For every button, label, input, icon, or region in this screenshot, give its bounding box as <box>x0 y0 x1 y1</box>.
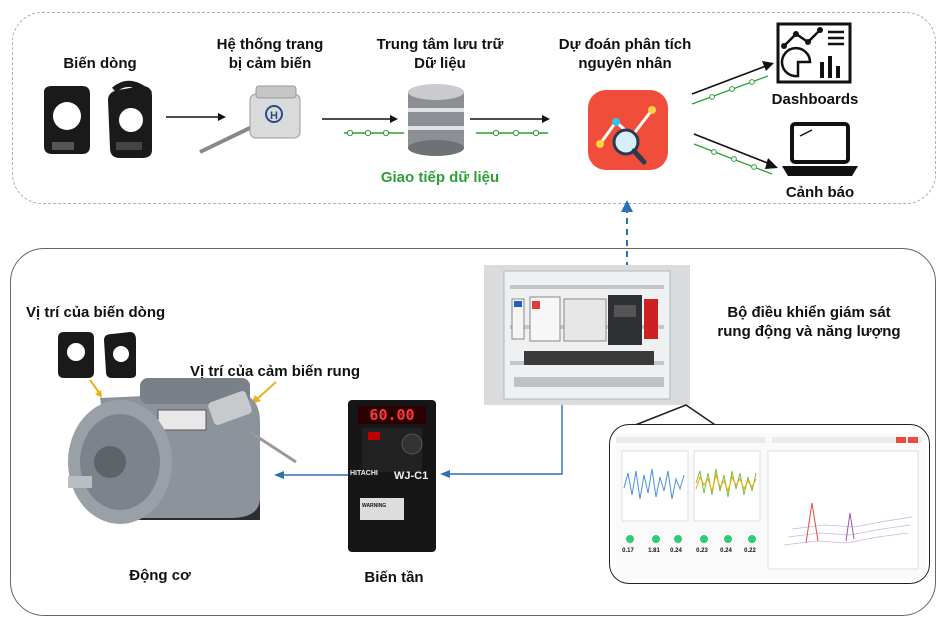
analytics-magnifier-icon <box>588 90 668 170</box>
data-communication-label: Giao tiếp dữ liệu <box>380 169 500 186</box>
control-cabinet-image <box>484 265 690 405</box>
frequency-inverter-image <box>348 400 436 552</box>
kpi-value-6: 0.22 <box>744 548 756 554</box>
svg-text:H: H <box>270 110 278 122</box>
flow-arrow <box>322 115 398 123</box>
kpi-value-2: 1.81 <box>648 548 660 554</box>
current-sensor-label: Biến dòng <box>63 55 137 72</box>
vibration-sensor-position-label: Vị trí của cảm biến rung <box>190 363 361 380</box>
root-cause-analysis-label: Dự đoán phân tích nguyên nhân <box>558 36 692 72</box>
control-signal-arrow <box>440 404 563 478</box>
flow-arrow-alerts <box>693 133 778 175</box>
current-clamp-icon <box>58 332 136 378</box>
dashboards-label: Dashboards <box>771 91 859 108</box>
electric-motor-image <box>68 378 297 524</box>
database-icon <box>408 84 464 156</box>
controller-label: Bộ điều khiển giám sát rung động và năng… <box>717 304 901 340</box>
inverter-brand: HITACHI <box>350 470 378 477</box>
kpi-value-4: 0.23 <box>696 548 708 554</box>
cropped-title: ▀▀▀ ▀▀▀ ▀▀▀ <box>370 0 580 8</box>
callout-pointer <box>619 404 725 432</box>
motor-label: Động cơ <box>129 567 191 584</box>
vibration-sensor-icon: H <box>199 85 301 154</box>
monitoring-dashboard-screenshot <box>609 424 930 584</box>
monitoring-system-panel <box>10 248 936 616</box>
data-storage-label: Trung tâm lưu trữ Dữ liệu <box>376 36 504 72</box>
current-clamp-icon <box>44 81 153 158</box>
inverter-model: WJ-C1 <box>394 470 429 482</box>
inverter-warning-label: WARNING <box>362 503 387 509</box>
flow-arrow <box>470 115 550 123</box>
data-link-line <box>476 129 548 137</box>
dashboard-chart-icon <box>776 22 852 84</box>
kpi-value-5: 0.24 <box>720 548 732 554</box>
kpi-value-1: 0.17 <box>622 548 634 554</box>
flow-arrow-dashboards <box>691 61 774 105</box>
pointer-arrow <box>89 379 102 398</box>
inverter-label: Biến tần <box>364 569 424 586</box>
data-pipeline-panel <box>12 12 936 204</box>
sensor-system-label: Hệ thống trang bị cảm biến <box>216 36 324 72</box>
data-link-line <box>344 129 404 137</box>
drive-arrow <box>274 471 352 479</box>
flow-arrow <box>166 113 226 121</box>
laptop-alert-icon <box>782 122 858 176</box>
inverter-display-readout: 60.00 <box>369 406 415 424</box>
upload-link-dashed <box>621 200 633 268</box>
kpi-value-3: 0.24 <box>670 548 682 554</box>
current-sensor-position-label: Vị trí của biến dòng <box>26 304 166 321</box>
dashboard-preview <box>616 433 926 579</box>
alerts-label: Cảnh báo <box>785 184 855 201</box>
